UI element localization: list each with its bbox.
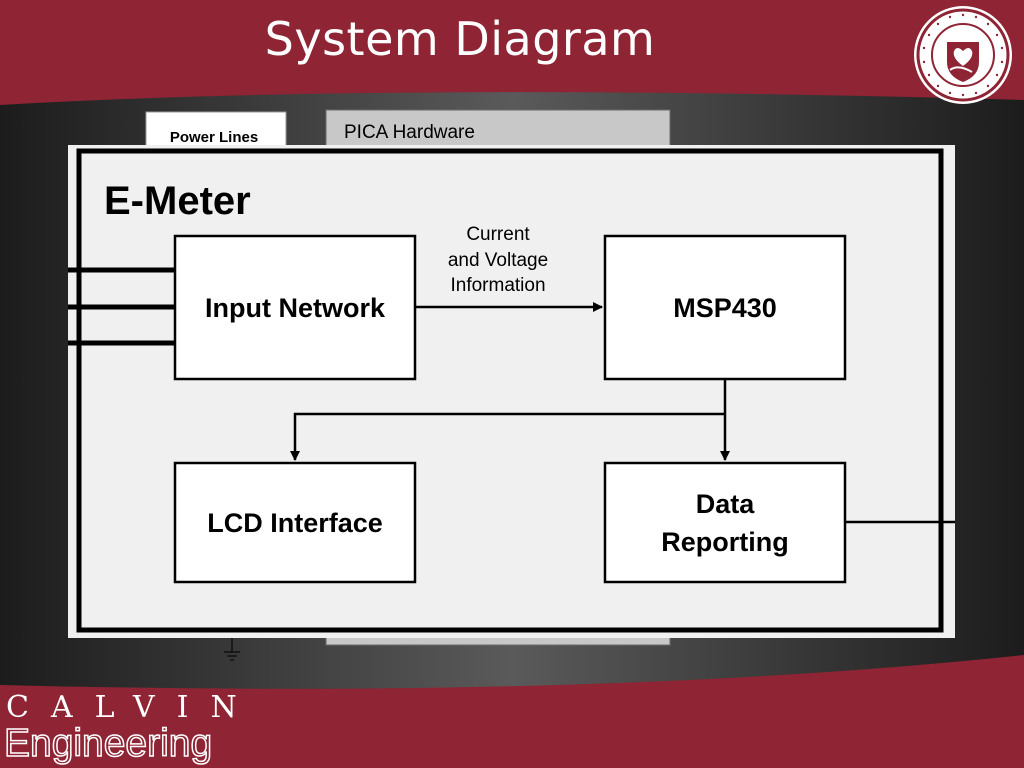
footer-logo-engineering: Engineering — [3, 721, 213, 766]
data-reporting-block — [603, 461, 847, 584]
edge-label-line2: and Voltage — [448, 250, 548, 271]
pica-hardware-label: PICA Hardware — [344, 122, 475, 143]
msp430-label: MSP430 — [673, 293, 777, 323]
slide-title: System Diagram — [264, 12, 656, 66]
edge-label-line1: Current — [466, 224, 530, 245]
msp430-block — [603, 234, 847, 381]
lcd-interface-label: LCD Interface — [207, 508, 383, 538]
data-reporting-label-line1: Data — [696, 489, 756, 519]
calvin-seal-logo — [914, 6, 1012, 104]
arrow-msp430-to-lcd — [290, 412, 725, 461]
power-line-inputs — [68, 267, 177, 346]
input-network-label: Input Network — [205, 293, 386, 323]
input-network-block — [173, 234, 417, 381]
ground-symbol-icon — [224, 638, 240, 661]
seal-icon — [916, 8, 1010, 102]
power-lines-label: Power Lines — [170, 129, 258, 146]
data-reporting-label-line2: Reporting — [661, 527, 789, 557]
e-meter-label: E-Meter — [104, 179, 251, 223]
footer-logo-calvin: CALVIN — [6, 690, 259, 725]
lcd-interface-block — [173, 461, 417, 584]
edge-label-line3: Information — [450, 275, 545, 296]
